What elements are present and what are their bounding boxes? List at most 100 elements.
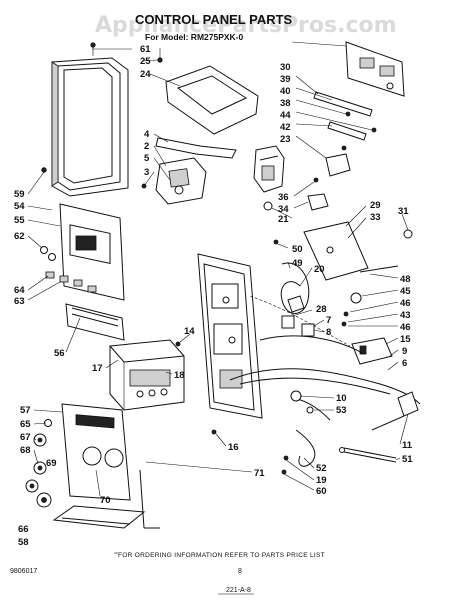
callout-10: 10	[336, 393, 347, 404]
screw-61	[90, 42, 96, 56]
screw-25	[157, 48, 163, 63]
callout-7: 7	[326, 315, 331, 326]
watermark: AppliancePartsPros.com	[95, 13, 397, 38]
callout-64: 64	[14, 285, 25, 296]
callout-53: 53	[336, 405, 347, 416]
callout-16: 16	[228, 442, 239, 453]
callout-62: 62	[14, 231, 25, 242]
screw-36	[313, 177, 319, 183]
part-48-45	[350, 265, 399, 304]
callout-38: 38	[280, 98, 291, 109]
screw-59	[41, 167, 47, 173]
switch-buttons-63-64	[45, 271, 97, 293]
callout-57: 57	[20, 405, 31, 416]
top-shield-part	[165, 65, 259, 135]
knob-set-62	[40, 246, 56, 261]
page-code: 221-A-8	[226, 587, 251, 594]
callout-52: 52	[316, 463, 327, 474]
bracket-29-part	[303, 221, 369, 281]
callout-21: 21	[278, 214, 289, 225]
callout-60: 60	[316, 486, 327, 497]
screw-46a	[343, 311, 349, 317]
bracket-8	[301, 323, 315, 337]
connector-53	[306, 406, 314, 414]
callout-46a: 46	[400, 298, 411, 309]
callout-61: 61	[140, 44, 151, 55]
ordering-note: FOR ORDERING INFORMATION REFER TO PARTS …	[118, 552, 325, 559]
callout-54: 54	[14, 201, 25, 212]
callout-23: 23	[280, 134, 291, 145]
callout-6: 6	[402, 358, 407, 369]
screw-16	[211, 429, 217, 435]
grommet-21	[263, 201, 273, 211]
knob-66	[36, 492, 52, 508]
callout-8: 8	[326, 327, 331, 338]
callout-3: 3	[144, 167, 149, 178]
trim-58	[52, 505, 146, 529]
callout-70: 70	[100, 495, 111, 506]
callout-71: 71	[254, 468, 265, 479]
callout-65: 65	[20, 419, 31, 430]
callout-31: 31	[398, 206, 409, 217]
rod-part	[139, 469, 160, 529]
bracket-part	[155, 137, 237, 159]
trim-strip-part	[65, 303, 125, 341]
page-number: 8	[238, 568, 242, 575]
callout-48: 48	[400, 274, 411, 285]
callout-39: 39	[280, 74, 291, 85]
screw-44	[371, 127, 377, 133]
relay-23	[325, 145, 351, 177]
callout-33: 33	[370, 212, 381, 223]
callout-2: 2	[144, 141, 149, 152]
callout-40: 40	[280, 86, 291, 97]
timer-module-part	[109, 339, 185, 411]
drawing-code: 9806017	[10, 568, 37, 575]
model-subtitle: For Model: RM275PXK-0	[145, 32, 244, 42]
front-control-panel	[61, 403, 131, 501]
knob-68	[33, 461, 47, 475]
callout-45: 45	[400, 286, 411, 297]
callout-29: 29	[370, 200, 381, 211]
screw-38	[345, 111, 351, 117]
terminal-block-15	[351, 337, 393, 365]
escutcheon-panel	[59, 203, 125, 301]
callout-50: 50	[292, 244, 303, 255]
callout-66: 66	[18, 524, 29, 535]
callout-59: 59	[14, 189, 25, 200]
callout-68: 68	[20, 445, 31, 456]
callout-56: 56	[54, 348, 65, 359]
sensor-10	[290, 390, 302, 402]
callout-25: 25	[140, 56, 151, 67]
callout-17: 17	[92, 363, 103, 374]
callout-36: 36	[278, 192, 289, 203]
control-board-part	[345, 41, 405, 97]
callout-44: 44	[280, 110, 291, 121]
callout-19: 19	[316, 475, 327, 486]
callout-28: 28	[316, 304, 327, 315]
wire-52-19	[281, 429, 316, 475]
callout-4: 4	[144, 129, 150, 140]
callout-30: 30	[280, 62, 291, 73]
screw-14	[175, 341, 181, 347]
knob-69	[25, 479, 39, 493]
callout-labels: 61 25 24 4 2 5 3 59 54 55 62 64 63 56 17…	[14, 44, 413, 548]
strip-39-40	[313, 91, 373, 141]
callout-34: 34	[278, 204, 289, 215]
knob-67	[33, 433, 47, 447]
callout-63: 63	[14, 296, 25, 307]
element-51	[339, 447, 397, 463]
bracket-28	[281, 315, 295, 329]
callout-58: 58	[18, 537, 29, 548]
callout-46b: 46	[400, 322, 411, 333]
callout-67: 67	[20, 432, 31, 443]
harness-loop-20	[280, 262, 310, 314]
clip-34	[307, 193, 329, 211]
callout-42: 42	[280, 122, 291, 133]
relay-part	[253, 145, 285, 193]
leader-lines	[27, 41, 409, 497]
callout-49: 49	[292, 258, 303, 269]
diagram-title: CONTROL PANEL PARTS	[135, 12, 293, 27]
callout-55: 55	[14, 215, 25, 226]
screw-43	[341, 321, 347, 327]
